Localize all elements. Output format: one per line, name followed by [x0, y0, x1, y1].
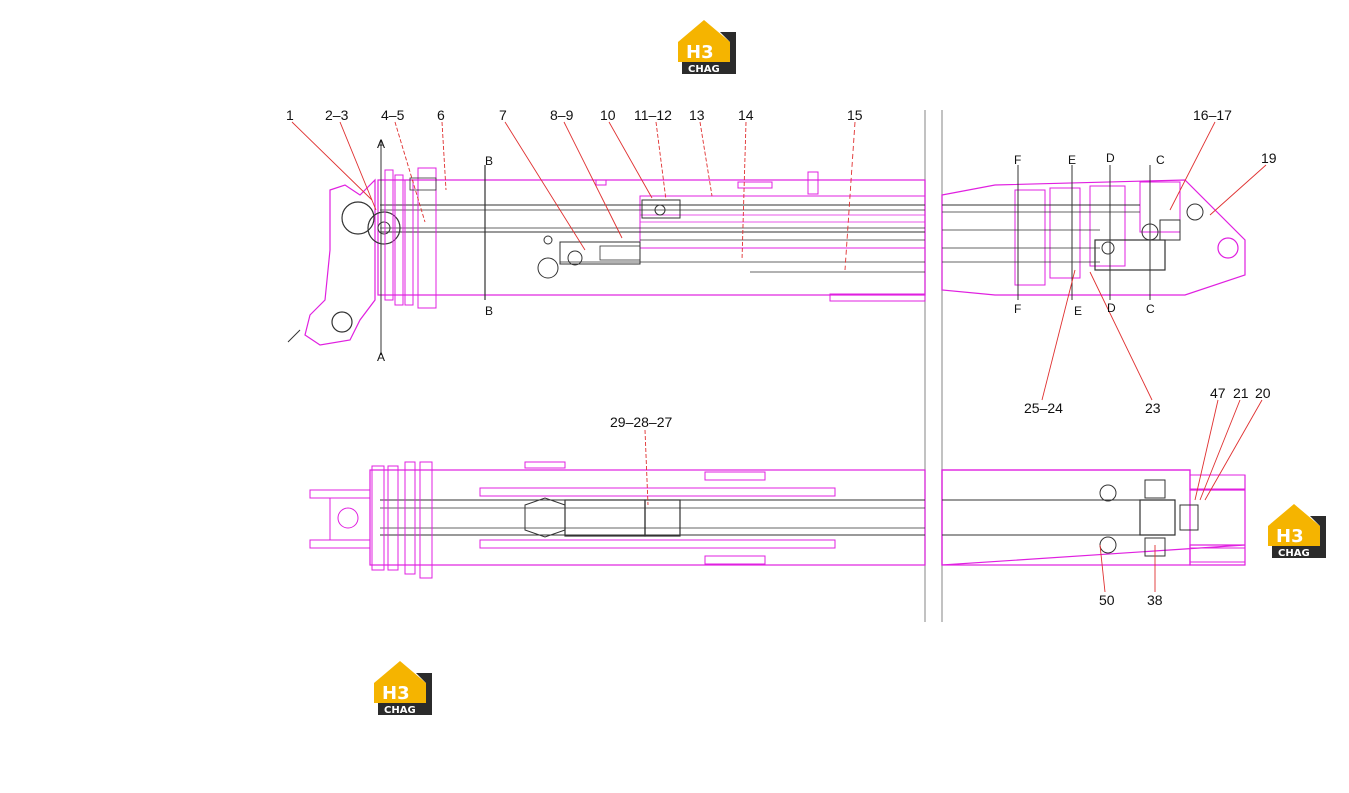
callout-25-24: 25–24: [1024, 400, 1063, 416]
leader-lines: [291, 121, 1267, 593]
callout-47: 47: [1210, 385, 1226, 401]
boom-base-hinge: [304, 178, 376, 346]
section-c-top: C: [1156, 153, 1165, 167]
section-e-top: E: [1068, 153, 1076, 167]
callout-15: 15: [847, 107, 863, 123]
callout-labels-top-lower: 25–24 23: [1024, 400, 1161, 416]
section-d-top: D: [1106, 151, 1115, 165]
callout-2-3: 2–3: [325, 107, 349, 123]
section-a-bottom: A: [377, 350, 385, 364]
section-markers-left: A A B B: [377, 137, 493, 364]
callout-21: 21: [1233, 385, 1249, 401]
section-e-bottom: E: [1074, 304, 1082, 318]
section-markers-right-bottom: F E D C: [1014, 301, 1155, 318]
section-c-bottom: C: [1146, 302, 1155, 316]
section-b-bottom: B: [485, 304, 493, 318]
callout-7: 7: [499, 107, 507, 123]
telescoping-cylinder: [564, 499, 646, 537]
callout-50: 50: [1099, 592, 1115, 608]
plan-view: [309, 461, 926, 579]
callout-6: 6: [437, 107, 445, 123]
callout-20: 20: [1255, 385, 1271, 401]
side-view-boom-head: [941, 165, 1246, 300]
callout-13: 13: [689, 107, 705, 123]
callout-14: 14: [738, 107, 754, 123]
logo-brand: CHAG: [1278, 548, 1310, 559]
logo-brand: CHAG: [384, 705, 416, 716]
callout-38: 38: [1147, 592, 1163, 608]
logo-mark: H3: [686, 42, 714, 63]
section-f-top: F: [1014, 153, 1021, 167]
callout-11-12: 11–12: [634, 107, 672, 123]
section-markers-right-top: F E D C: [1014, 151, 1165, 167]
brand-logo-bottom: H3 CHAG: [374, 661, 432, 716]
callout-10: 10: [600, 107, 616, 123]
callout-8-9: 8–9: [550, 107, 574, 123]
callout-23: 23: [1145, 400, 1161, 416]
side-view: [287, 140, 926, 355]
callout-29-28-27: 29–28–27: [610, 414, 673, 430]
boom-head-section: [941, 179, 1246, 296]
plan-view-boom-head: [941, 469, 1246, 566]
callout-labels-top: 1 2–3 4–5 6 7 8–9 10 11–12 13 14 15 16–1…: [286, 107, 1277, 166]
logo-mark: H3: [382, 683, 410, 704]
brand-logo-top: H3 CHAG: [678, 20, 736, 75]
callout-19: 19: [1261, 150, 1277, 166]
brand-logo-right: H3 CHAG: [1268, 504, 1326, 559]
callout-1: 1: [286, 107, 294, 123]
logo-brand: CHAG: [688, 64, 720, 75]
section-d-bottom: D: [1107, 301, 1116, 315]
callout-labels-bottom-lower: 50 38: [1099, 592, 1163, 608]
logo-roof-shape: [678, 20, 730, 62]
logo-mark: H3: [1276, 526, 1304, 547]
callout-4-5: 4–5: [381, 107, 405, 123]
callout-labels-bottom: 29–28–27 47 21 20: [610, 385, 1271, 430]
callout-16-17: 16–17: [1193, 107, 1232, 123]
section-b-top: B: [485, 154, 493, 168]
section-a-top: A: [377, 137, 385, 151]
section-f-bottom: F: [1014, 302, 1021, 316]
boom-head-plan: [941, 469, 1246, 566]
